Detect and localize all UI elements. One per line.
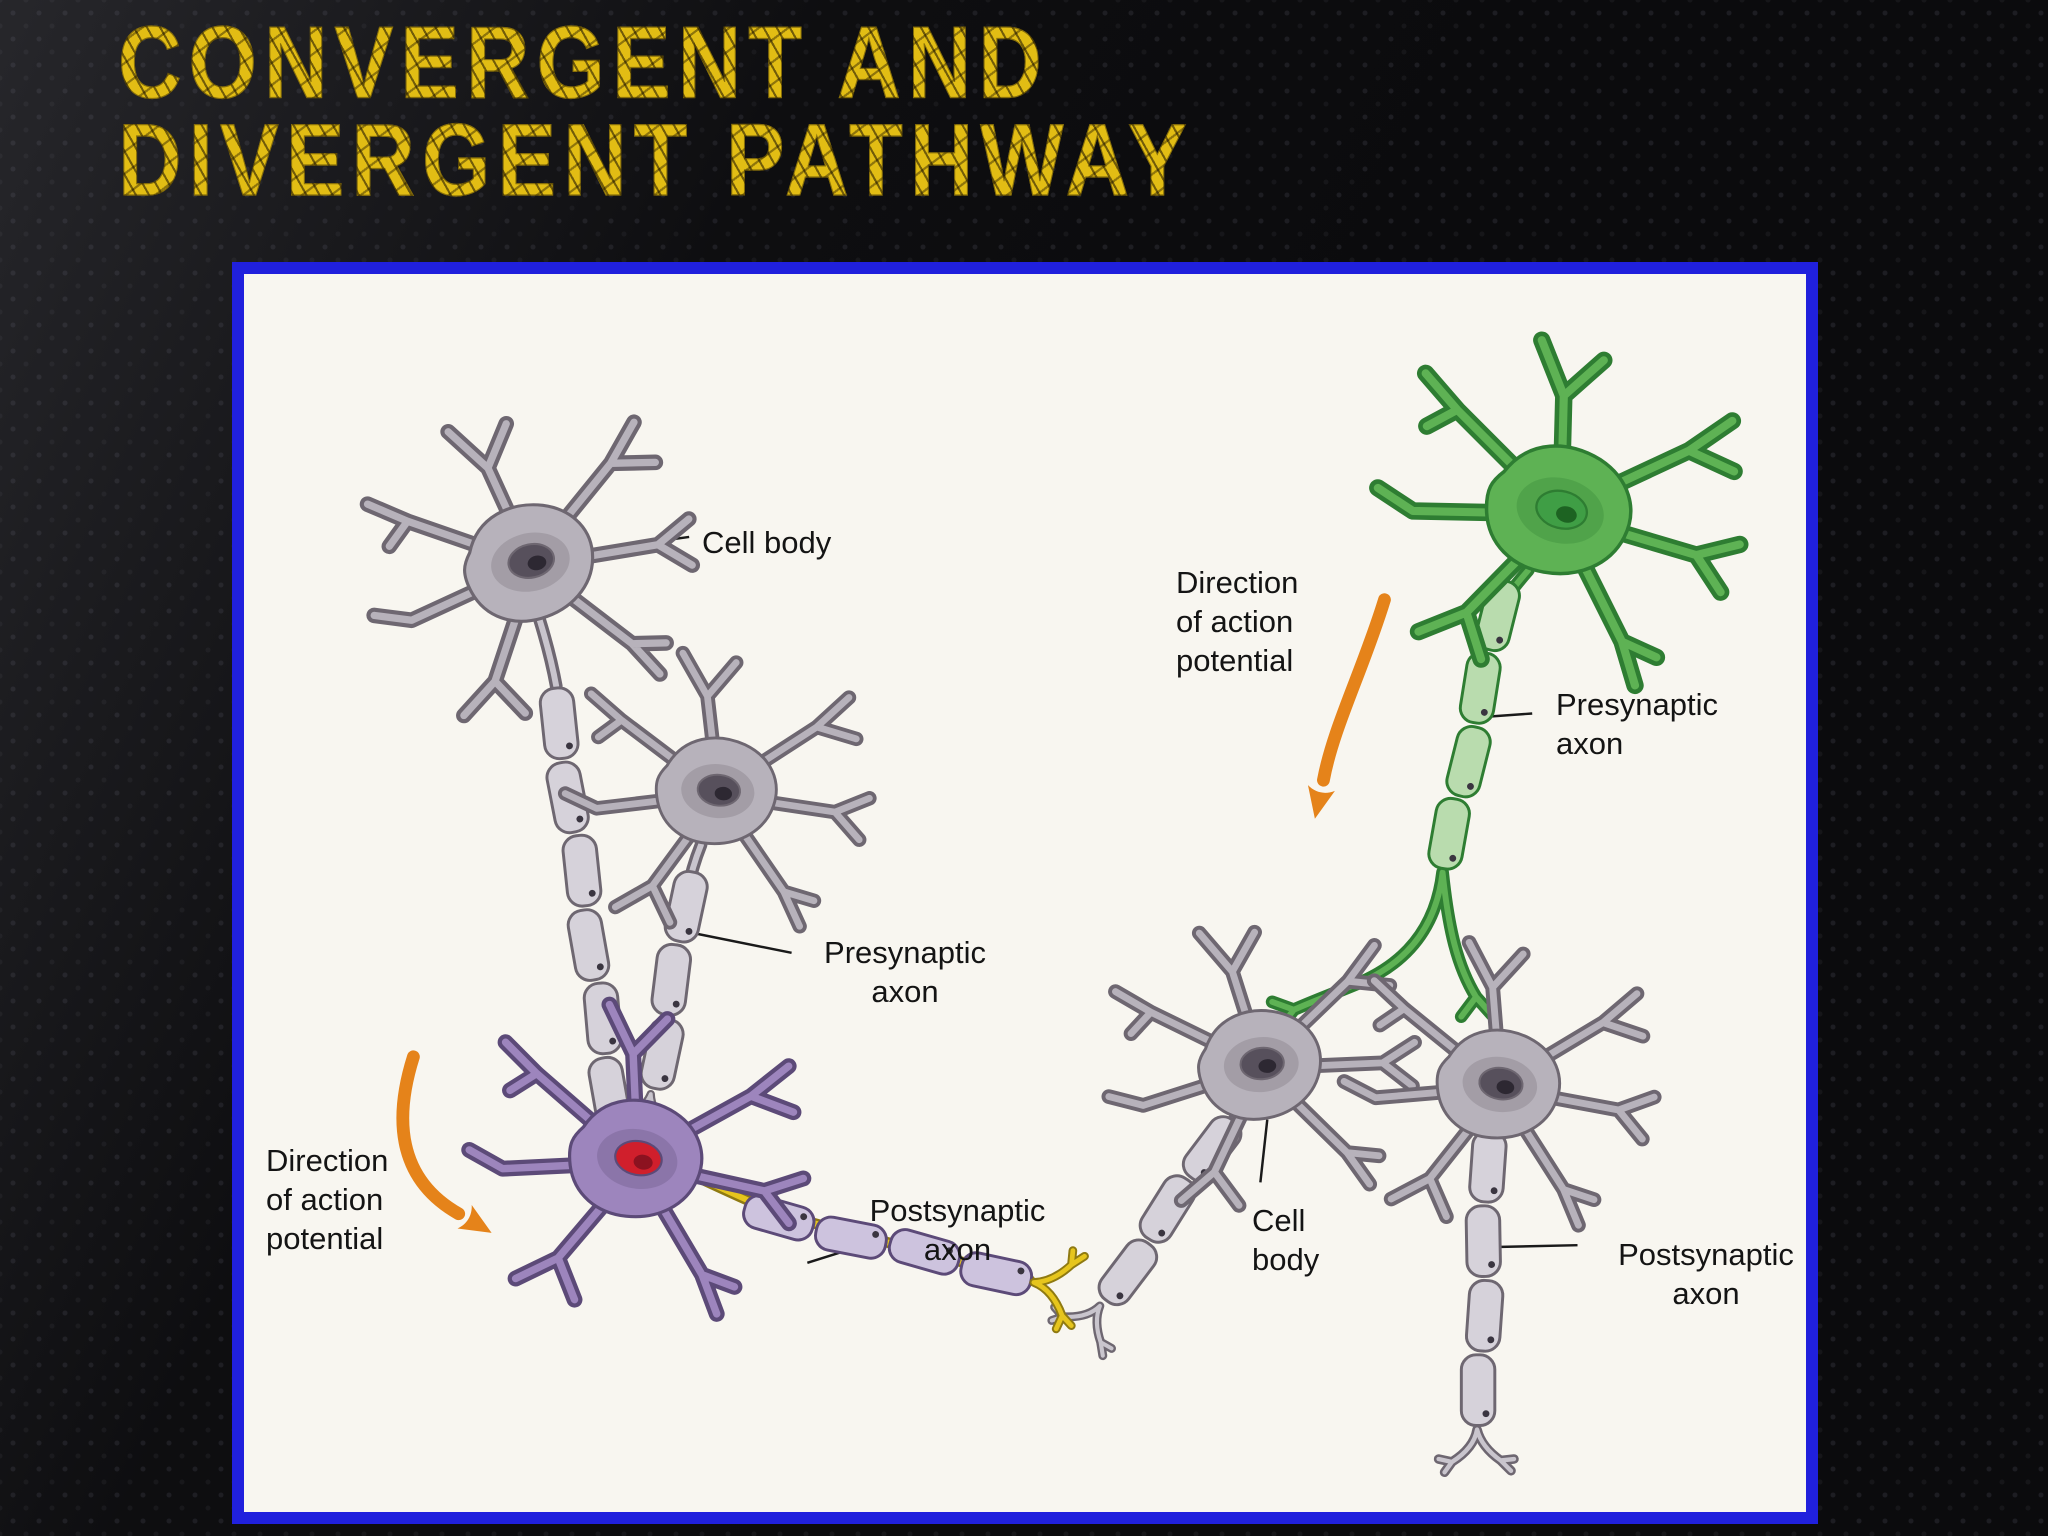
label-postsynaptic-axon-right: Postsynaptic axon [1618,1237,1794,1311]
slide-title-line2: DIVERGENT PATHWAY [118,101,1194,217]
label-cell-body-right: Cell body [1252,1203,1320,1277]
label-presynaptic-axon-right: Presynaptic axon [1556,687,1718,761]
label-postsynaptic-axon-left: Postsynaptic axon [869,1193,1046,1267]
pointer-postsynaptic-right [1489,1243,1578,1249]
neuron-diagram [244,274,1806,1512]
divergent-axon-branches [1265,866,1499,1034]
pointer-presynaptic-left [683,930,792,955]
label-presynaptic-axon-left: Presynaptic axon [824,935,986,1009]
direction-arrow-left [396,1050,499,1245]
presynaptic-neuron-1 [340,387,721,740]
slide-title-line1: CONVERGENT AND [118,4,1049,120]
label-direction-right: Direction of action potential [1176,565,1299,678]
diagram-panel: Cell body Presynaptic axon Direction of … [232,262,1818,1524]
myelinated-axon-presyn2 [634,868,712,1093]
axon-hillock-presyn1 [533,612,563,693]
postsynaptic-neuron-convergent [447,985,828,1335]
label-pointer-lines [574,535,1578,1264]
presynaptic-neuron-divergent [1344,310,1777,712]
axon-terminal-postsyn-right2 [1439,1430,1514,1473]
myelinated-axon-postsyn-right2 [1458,1130,1509,1427]
direction-arrow-right [1301,593,1391,822]
presynaptic-neuron-2 [553,642,883,941]
label-direction-left: Direction of action potential [266,1143,389,1256]
pointer-cell-body-right [1259,1119,1269,1183]
label-cell-body-left: Cell body [702,525,832,560]
